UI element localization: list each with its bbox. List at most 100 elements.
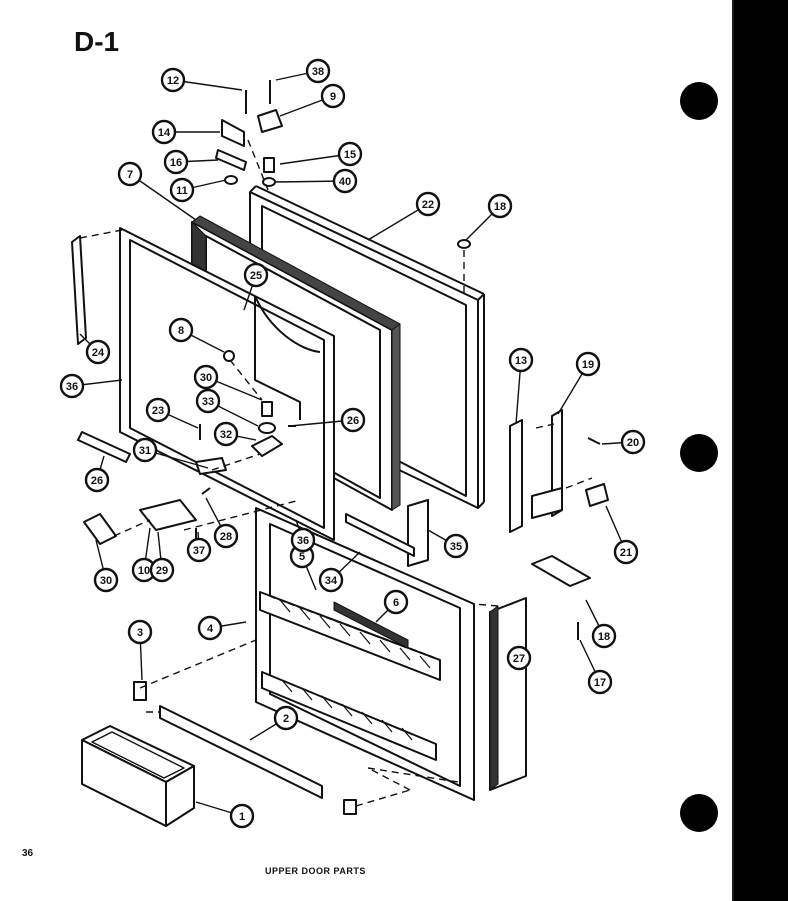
callout-bubble — [508, 347, 534, 373]
callout-bubble — [587, 669, 613, 695]
callout-2: 2 — [249, 705, 299, 741]
callout-33: 33 — [195, 388, 259, 427]
callout-bubble — [127, 619, 153, 645]
callout-17: 17 — [579, 639, 613, 695]
callout-number: 27 — [513, 653, 525, 665]
callout-bubble — [613, 539, 639, 565]
part-inner-door — [255, 507, 475, 801]
scan-binding-edge — [734, 0, 788, 901]
callout-bubble — [117, 161, 143, 187]
callout-number: 26 — [91, 475, 103, 487]
callout-18: 18 — [465, 193, 513, 241]
callout-bubble — [487, 193, 513, 219]
callout-bubble — [169, 177, 195, 203]
callout-20: 20 — [601, 429, 646, 455]
part-bucket — [81, 725, 195, 827]
callout-bubble — [213, 523, 239, 549]
callout-26: 26 — [289, 407, 366, 433]
callout-bubble — [163, 149, 189, 175]
callout-bubble — [332, 168, 358, 194]
callout-9: 9 — [279, 83, 346, 117]
callout-bubble — [195, 388, 221, 414]
callout-number: 16 — [170, 157, 182, 169]
callout-number: 3 — [137, 627, 143, 639]
callout-bubble — [229, 803, 255, 829]
callout-36: 36 — [290, 519, 316, 553]
callout-bubble — [575, 351, 601, 377]
callout-number: 21 — [620, 547, 632, 559]
callout-28: 28 — [205, 497, 239, 549]
callout-32: 32 — [213, 421, 257, 447]
binder-hole-middle — [680, 434, 718, 472]
callout-number: 33 — [202, 396, 214, 408]
callout-number: 22 — [422, 199, 434, 211]
callout-number: 18 — [494, 201, 506, 213]
callout-bubble — [197, 615, 223, 641]
callout-bubble — [151, 119, 177, 145]
leader-line — [129, 173, 197, 221]
callout-bubble — [59, 373, 85, 399]
binder-hole-top — [680, 82, 718, 120]
callout-4: 4 — [197, 615, 247, 641]
callout-35: 35 — [427, 529, 469, 559]
callout-number: 2 — [283, 713, 289, 725]
callout-7: 7 — [117, 161, 197, 221]
callout-38: 38 — [275, 58, 331, 84]
callout-number: 25 — [250, 270, 262, 282]
callout-37: 37 — [186, 531, 212, 563]
callout-number: 30 — [200, 372, 212, 384]
callout-bubble — [318, 567, 344, 593]
callout-number: 38 — [312, 66, 324, 78]
callout-21: 21 — [605, 505, 639, 565]
callout-30: 30 — [193, 364, 263, 401]
binder-hole-bottom — [680, 794, 718, 832]
callout-number: 8 — [178, 325, 184, 337]
callout-number: 23 — [152, 405, 164, 417]
callout-16: 16 — [163, 149, 219, 175]
callout-15: 15 — [279, 141, 363, 167]
callout-number: 7 — [127, 169, 133, 181]
callout-number: 40 — [339, 176, 351, 188]
callout-25: 25 — [243, 262, 269, 311]
callout-40: 40 — [275, 168, 358, 194]
callout-22: 22 — [367, 191, 441, 241]
page-number: 36 — [22, 848, 34, 859]
callout-bubble — [443, 533, 469, 559]
part-side-strip — [71, 235, 87, 345]
callout-number: 12 — [167, 75, 179, 87]
callout-19: 19 — [557, 351, 601, 415]
callout-34: 34 — [318, 551, 361, 593]
diagram-caption: UPPER DOOR PARTS — [265, 866, 366, 876]
callout-bubble — [620, 429, 646, 455]
callout-number: 32 — [220, 429, 232, 441]
callout-bubble — [383, 589, 409, 615]
callout-number: 26 — [347, 415, 359, 427]
callout-bubble — [337, 141, 363, 167]
callout-number: 36 — [66, 381, 78, 393]
part-liner-frame — [119, 227, 335, 541]
callout-bubble — [160, 67, 186, 93]
part-brackets — [509, 409, 563, 533]
callout-bubble — [84, 467, 110, 493]
callout-number: 10 — [138, 565, 150, 577]
callout-bubble — [168, 317, 194, 343]
callout-number: 30 — [100, 575, 112, 587]
callout-bubble — [591, 623, 617, 649]
callout-number: 11 — [176, 185, 188, 197]
callout-number: 20 — [627, 437, 639, 449]
callout-36: 36 — [59, 373, 123, 399]
callout-number: 18 — [598, 631, 610, 643]
callout-number: 28 — [220, 531, 232, 543]
callout-bubble — [193, 364, 219, 390]
callout-bubble — [340, 407, 366, 433]
callout-11: 11 — [169, 177, 227, 203]
callout-number: 31 — [139, 445, 151, 457]
callout-bubble — [145, 397, 171, 423]
callout-bubble — [506, 645, 532, 671]
callout-27: 27 — [506, 645, 532, 671]
callout-24: 24 — [79, 333, 111, 365]
callout-6: 6 — [375, 589, 409, 623]
callout-number: 37 — [193, 545, 205, 557]
callout-number: 24 — [92, 347, 105, 359]
